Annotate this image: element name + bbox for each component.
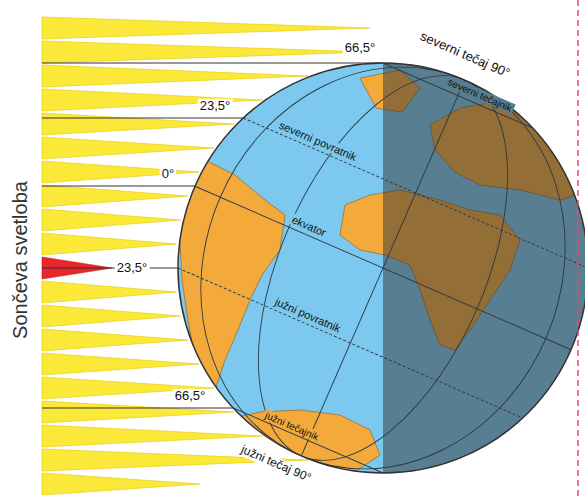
ray-line xyxy=(42,268,178,269)
sun-ray xyxy=(42,305,181,327)
sun-ray xyxy=(42,401,234,423)
graticule xyxy=(113,0,585,498)
globe xyxy=(113,0,585,498)
sun-ray xyxy=(42,233,176,255)
ray-line xyxy=(42,408,233,409)
sun-ray xyxy=(42,281,176,303)
night-side xyxy=(383,55,585,485)
sun-ray xyxy=(42,17,370,39)
sun-ray xyxy=(42,353,199,375)
latitude-value: 66,5° xyxy=(173,389,208,403)
dashed-edge-line xyxy=(577,0,579,498)
sun-ray xyxy=(42,185,188,207)
sun-ray xyxy=(42,65,308,87)
sun-ray xyxy=(42,161,199,183)
sun-ray xyxy=(42,137,214,159)
latitude-value: 23,5° xyxy=(115,261,150,275)
sun-ray xyxy=(42,41,370,63)
ray-line xyxy=(42,186,195,187)
sun-ray xyxy=(42,209,181,231)
sun-ray xyxy=(42,329,188,351)
sun-ray xyxy=(42,425,263,447)
latitude-value: 23,5° xyxy=(198,99,233,113)
side-title: Sončeva svetloba xyxy=(9,179,31,341)
ray-line xyxy=(42,118,243,119)
ray-line xyxy=(42,63,383,64)
latitude-value: 66,5° xyxy=(343,41,378,55)
sun-ray xyxy=(42,473,200,495)
sun-ray xyxy=(42,113,234,135)
latitude-value: 0° xyxy=(160,167,176,181)
globe-outline xyxy=(178,63,585,473)
